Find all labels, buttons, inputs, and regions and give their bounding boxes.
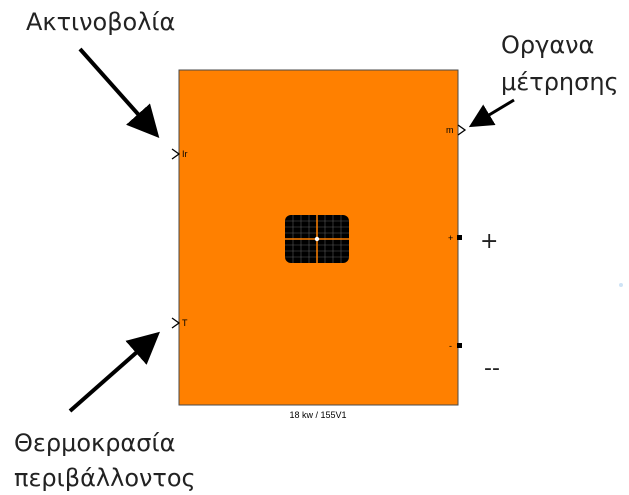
temperature-label-line2: περιβάλλοντος — [14, 464, 196, 492]
port-m-chevron[interactable] — [457, 124, 467, 136]
port-ir-chevron[interactable] — [171, 148, 181, 160]
block-caption: 18 kw / 155V1 — [289, 410, 346, 420]
port-minus-label: - — [449, 341, 452, 351]
temperature-label-line1: Θερμοκρασία — [14, 429, 176, 457]
port-m-label: m — [446, 125, 454, 135]
port-plus-label: + — [448, 233, 453, 243]
port-ir-label: Ir — [182, 149, 188, 159]
measurement-label-line2: μέτρησης — [501, 68, 619, 96]
measurement-label-line1: Οργανα — [501, 31, 595, 59]
solar-panel-icon — [285, 215, 349, 263]
port-t-label: T — [182, 318, 188, 328]
arrow-temperature — [68, 331, 161, 413]
stray-dot — [619, 283, 623, 287]
port-plus-terminal[interactable] — [457, 235, 462, 240]
port-minus-terminal[interactable] — [457, 343, 462, 348]
plus-terminal-label: + — [480, 229, 499, 254]
arrow-measurement — [468, 98, 515, 128]
port-t-chevron[interactable] — [171, 317, 181, 329]
irradiance-label: Ακτινοβολία — [26, 8, 176, 36]
arrow-irradiance — [78, 47, 160, 138]
minus-terminal-label: -- — [484, 356, 500, 381]
